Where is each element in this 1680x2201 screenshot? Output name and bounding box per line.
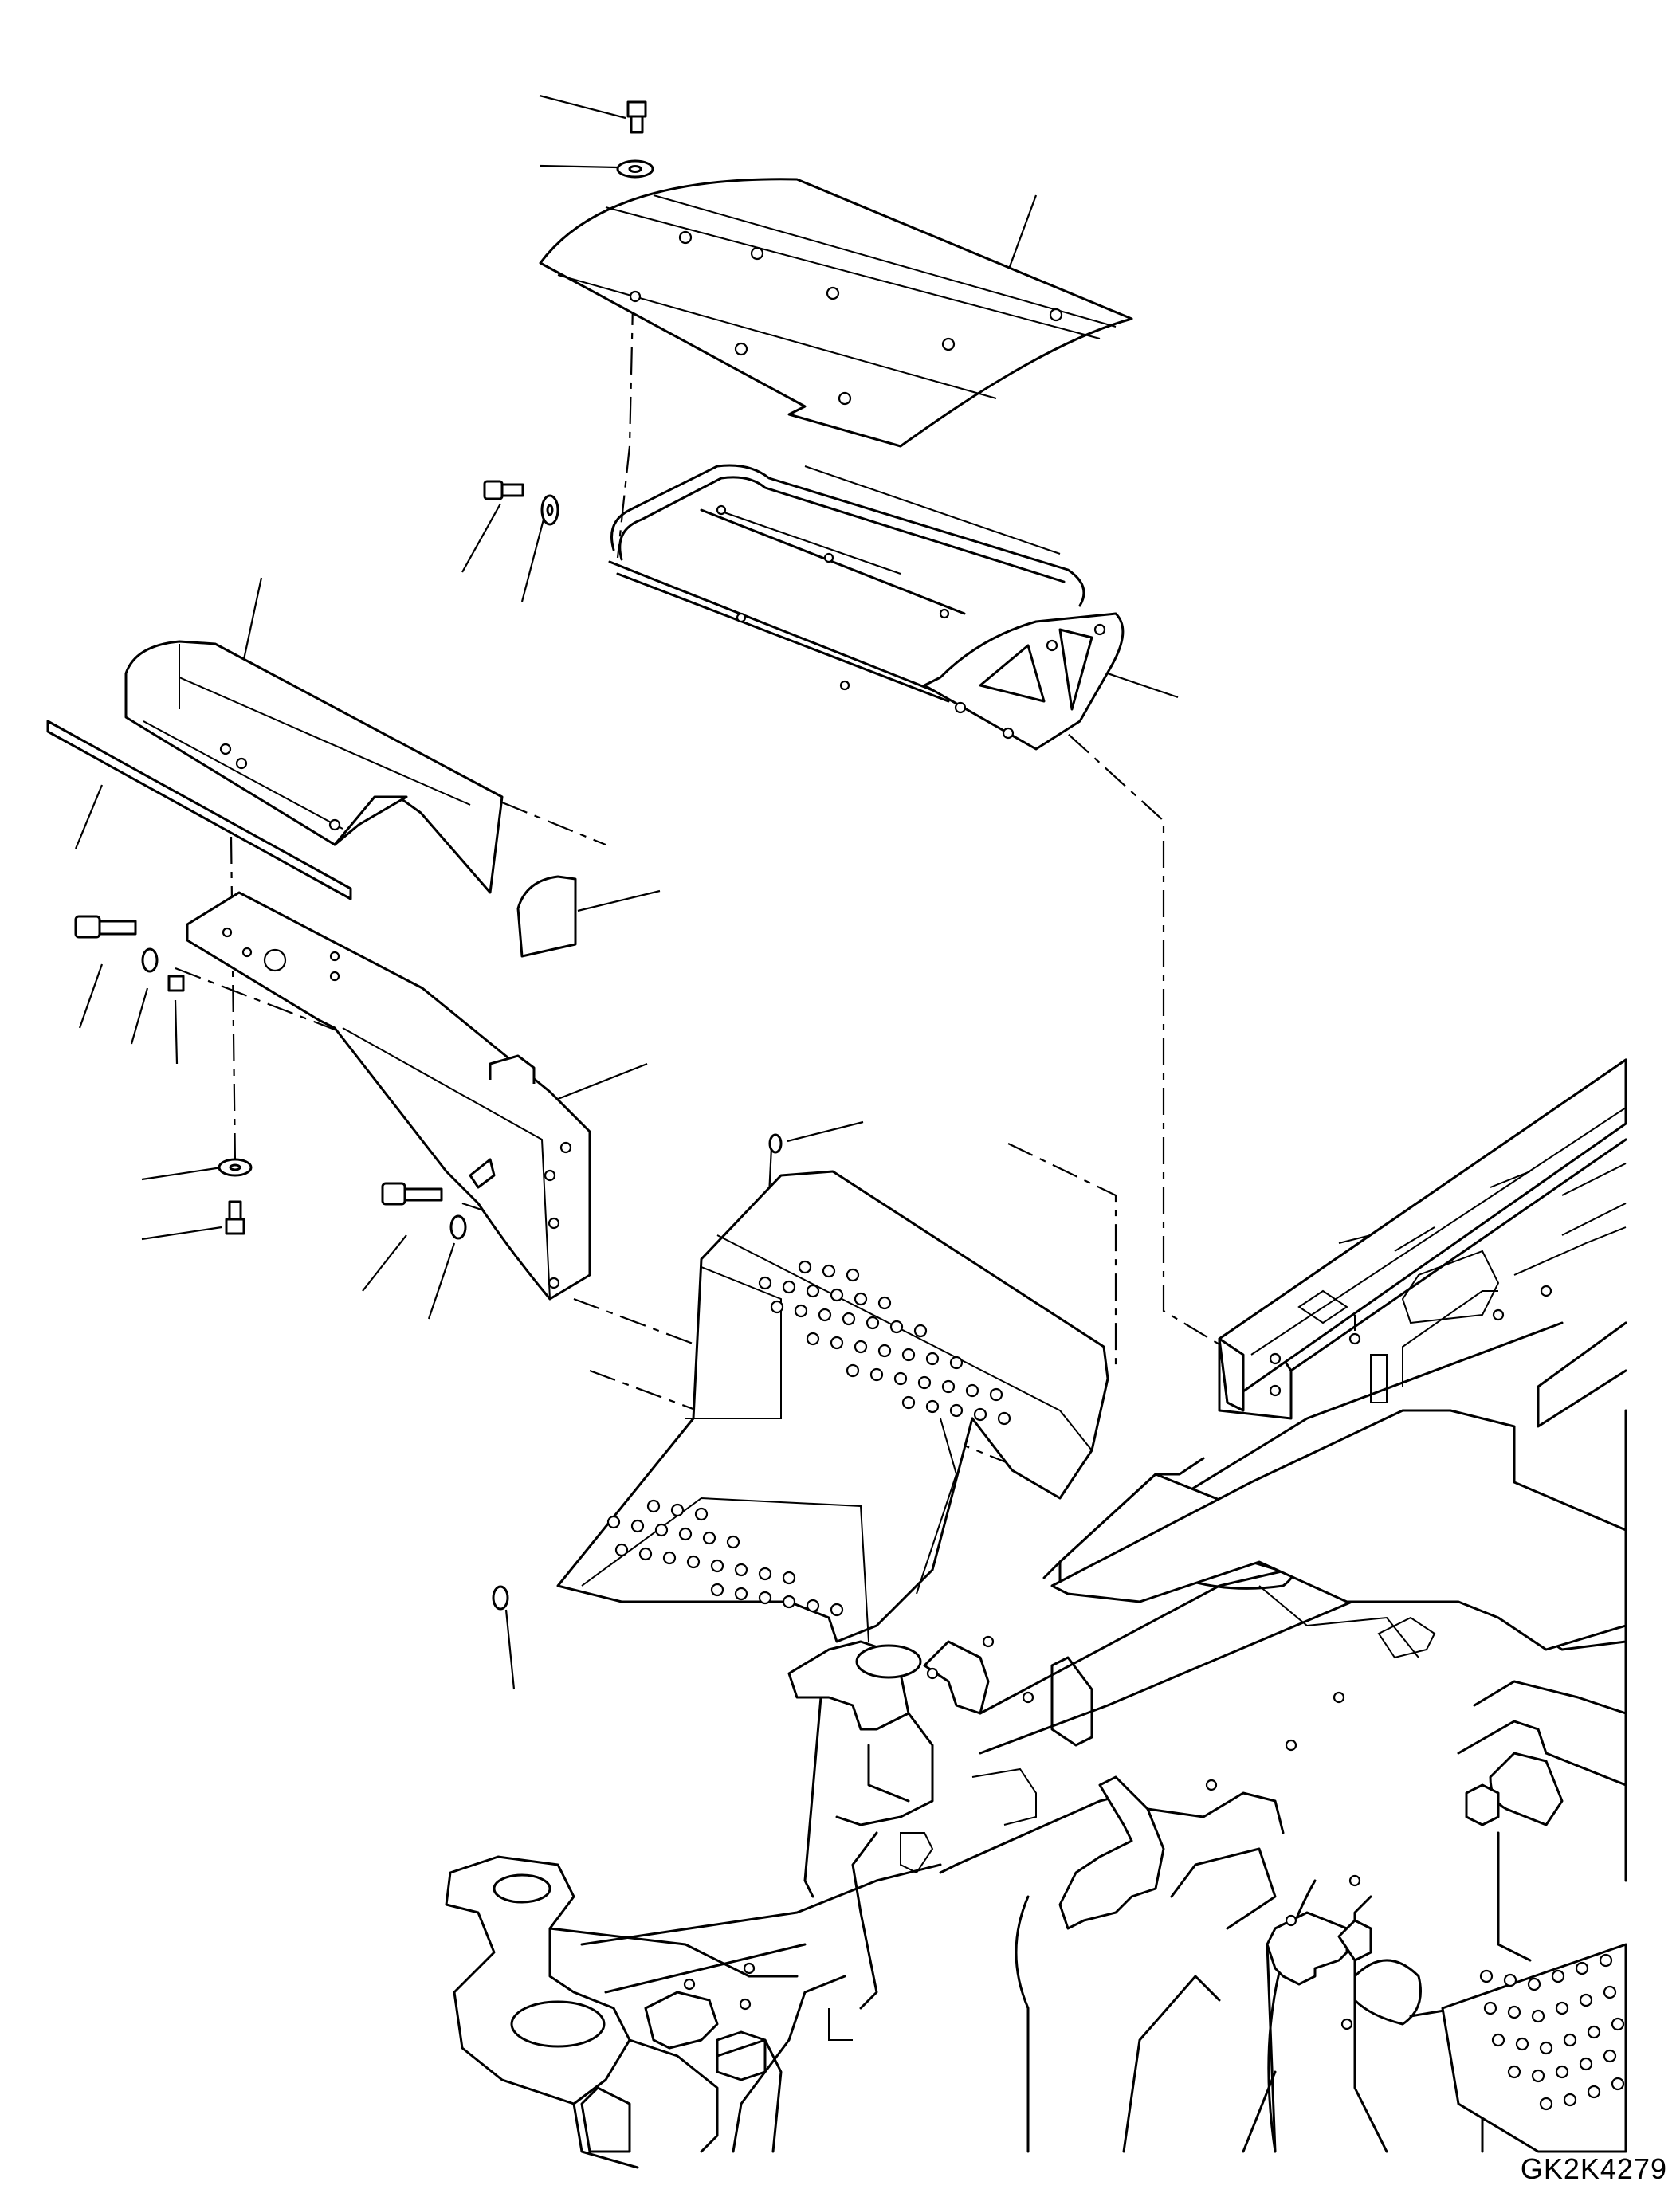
step-plug-icon <box>492 1585 509 1611</box>
bracket-bolt-icon <box>74 915 137 939</box>
side-panel <box>1218 1058 1627 1412</box>
leader-lines <box>74 94 1179 1690</box>
lower-bolt-icon <box>225 1200 245 1235</box>
cover-frame <box>608 464 1125 751</box>
step-bolt-icon <box>381 1182 443 1206</box>
seal-strip <box>46 720 352 900</box>
left-cover <box>124 640 504 894</box>
top-washer-icon <box>616 159 654 179</box>
top-bolt-icon <box>626 100 647 134</box>
cover-plate <box>539 178 1133 448</box>
bracket-collar-icon <box>167 975 185 992</box>
lower-washer-icon <box>218 1158 253 1177</box>
upper-frame-platform <box>1050 1409 1627 1651</box>
step-assembly <box>556 1170 1109 1643</box>
drawing-number: GK2K4279 <box>1520 2152 1667 2185</box>
bracket-washer-icon <box>141 947 159 973</box>
step-rivet-icon <box>768 1133 783 1154</box>
frame-washer-icon <box>540 494 559 526</box>
step-washer-icon <box>449 1214 467 1240</box>
support-bracket <box>186 891 591 1301</box>
small-plate <box>516 875 577 958</box>
frame-bolt-icon <box>483 480 524 500</box>
